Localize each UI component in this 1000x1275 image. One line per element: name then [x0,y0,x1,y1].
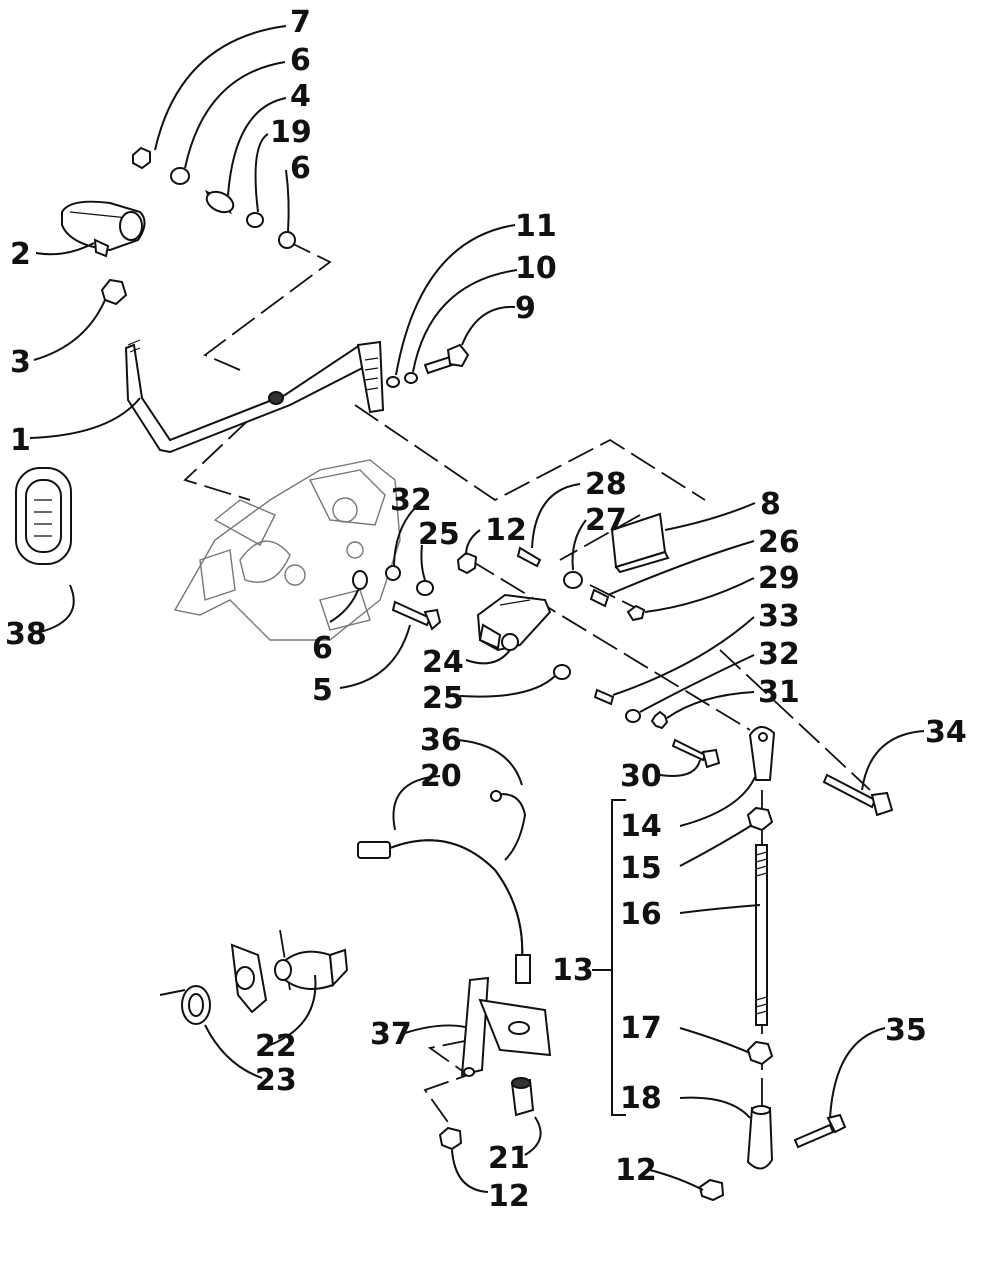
callout-15: 15 [620,851,662,886]
callout-12: 12 [488,1179,530,1214]
callout-6: 6 [290,151,311,186]
callout-9: 9 [515,291,536,326]
leader-lines [29,25,925,1193]
grommet-38 [15,467,72,565]
callout-17: 17 [620,1011,662,1046]
sensor-21 [510,1077,535,1117]
callout-1: 1 [10,423,31,458]
callout-24: 24 [422,645,464,680]
nut-12-top [456,551,478,575]
nut-12-bottom-right [698,1178,725,1202]
washer-6-top [170,167,190,185]
star-washer-31 [650,710,669,730]
callout-35: 35 [885,1013,927,1048]
callout-19: 19 [270,115,312,150]
bushing-4 [205,189,235,215]
bolt-30 [671,738,721,769]
callout-25: 25 [418,517,460,552]
nut-17 [746,1040,774,1066]
callout-32: 32 [758,637,800,672]
rod-end-18 [746,1105,774,1170]
callout-labels: 7 6 4 19 6 2 3 1 11 10 9 38 28 27 8 26 2… [5,5,967,1214]
bolt-5 [391,600,442,631]
callout-21: 21 [488,1141,530,1176]
callout-20: 20 [420,759,462,794]
callout-8: 8 [760,487,781,522]
callout-34: 34 [925,715,967,750]
washer-32-bottom [625,709,641,723]
bushing-25-bottom [553,664,571,680]
pin-33 [593,688,615,706]
bolt-34 [822,773,894,817]
engine-outline [173,459,401,641]
callout-6: 6 [312,631,333,666]
callout-10: 10 [515,251,557,286]
bushing-25-top [416,580,434,596]
callout-33: 33 [758,599,800,634]
bolt-35 [793,1113,847,1149]
rod-end-14 [748,726,776,781]
callout-3: 3 [10,345,31,380]
callout-27: 27 [585,503,627,538]
lock-washer-11 [386,376,400,388]
nut-29 [626,604,646,622]
callout-32: 32 [390,483,432,518]
callout-14: 14 [620,809,662,844]
callout-5: 5 [312,673,333,708]
callout-16: 16 [620,897,662,932]
washer-32-top [385,565,401,581]
callout-11: 11 [515,209,557,244]
callout-26: 26 [758,525,800,560]
callout-37: 37 [370,1017,412,1052]
shift-lever-1 [124,339,385,454]
ground-wire-36 [494,793,527,861]
spacer-19 [246,212,264,228]
callout-38: 38 [5,617,47,652]
callout-12: 12 [485,513,527,548]
callout-30: 30 [620,759,662,794]
plate-8 [610,512,670,574]
shift-knob-2 [61,200,146,258]
washer-6-left [352,570,368,590]
callout-22: 22 [255,1029,297,1064]
washer-6-right [278,231,296,249]
callout-36: 36 [420,723,462,758]
switch-22 [274,948,349,990]
wire-harness-20 [357,839,531,984]
threaded-rod-16 [755,844,768,1026]
callout-12: 12 [615,1153,657,1188]
nut-15 [746,806,774,832]
bolt-28 [516,546,542,568]
nut-12-bottom [438,1126,463,1151]
callout-25: 25 [422,681,464,716]
callout-23: 23 [255,1063,297,1098]
parts [15,146,894,1202]
nut-7 [132,146,151,170]
washer-10 [404,372,418,384]
callout-29: 29 [758,561,800,596]
pin-26 [589,588,610,608]
callout-13: 13 [552,953,594,988]
bracket-24 [476,593,552,652]
callout-31: 31 [758,675,800,710]
callout-4: 4 [290,79,311,114]
ring-nut-23 [181,943,268,1025]
callout-2: 2 [10,237,31,272]
bushing-27 [563,571,583,589]
callout-6: 6 [290,43,311,78]
callout-7: 7 [290,5,311,40]
bracket-37 [460,976,552,1077]
callout-18: 18 [620,1081,662,1116]
callout-28: 28 [585,467,627,502]
bolt-9 [423,343,470,375]
